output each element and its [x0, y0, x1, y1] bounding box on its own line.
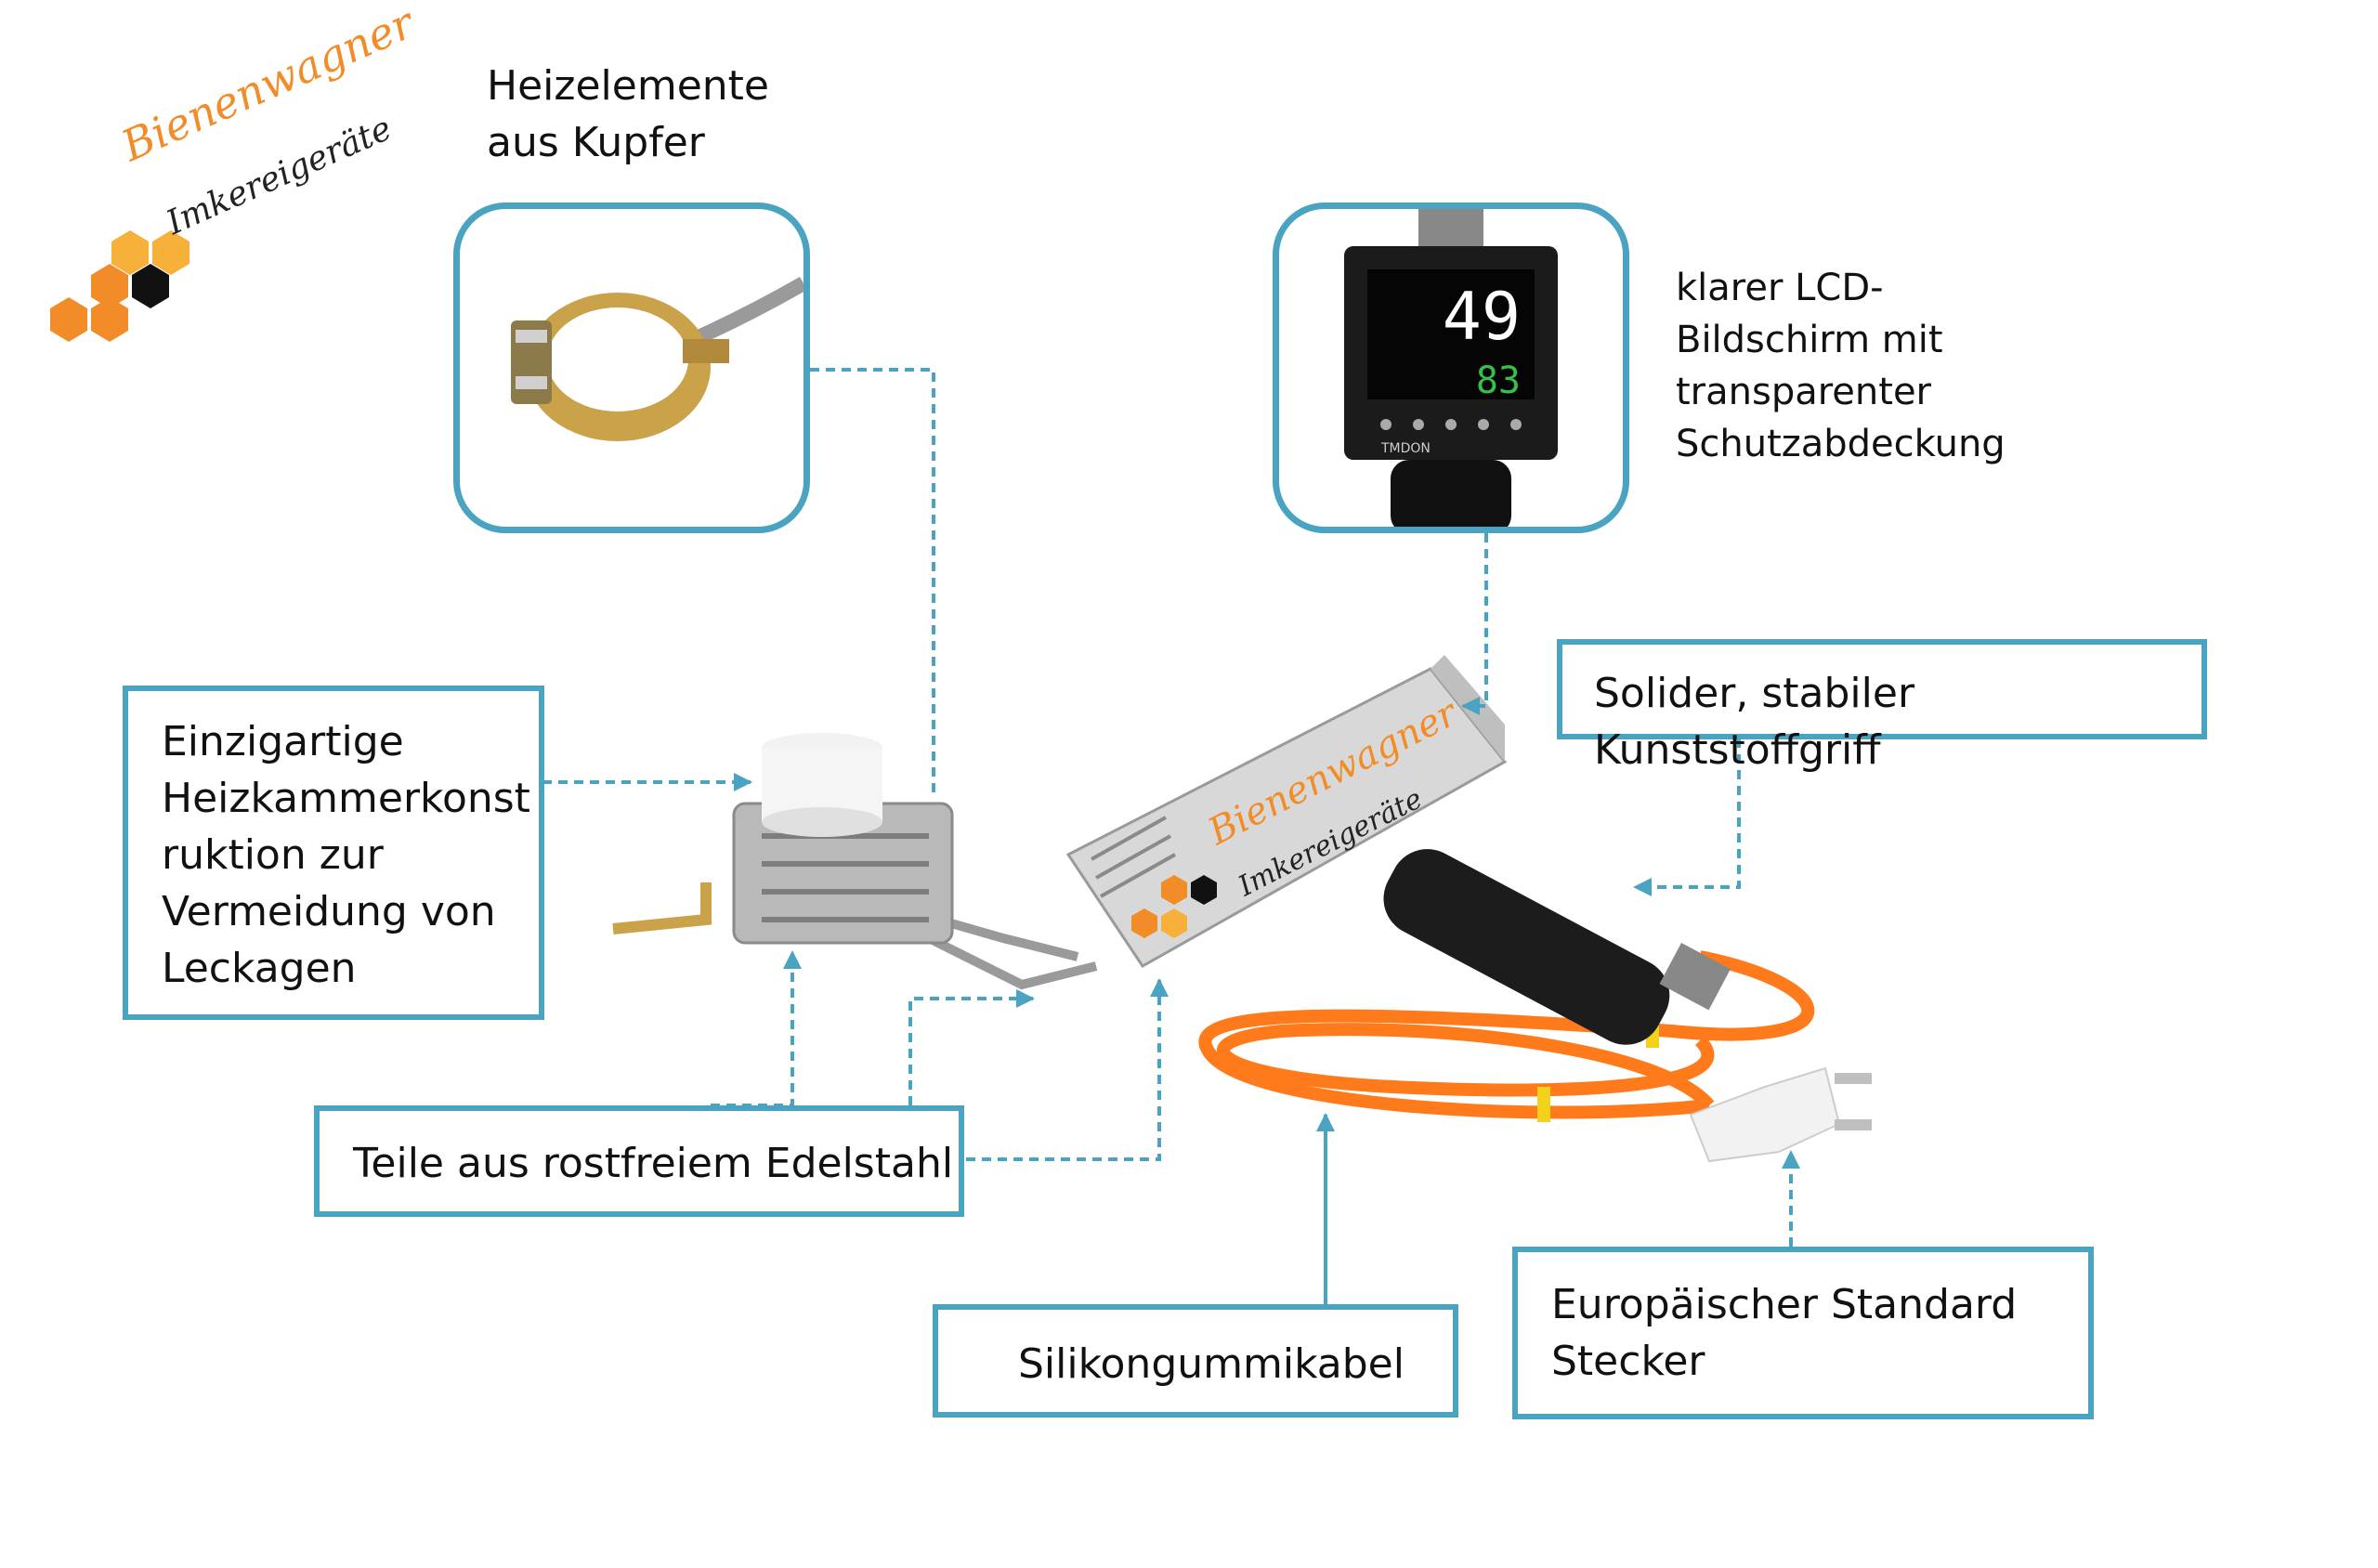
handle-callout: Solider, stabiler Kunststoffgriff [1557, 639, 2207, 774]
steel-connector-body [966, 978, 1169, 1161]
copper-connector [810, 368, 935, 799]
lcd-label-line: Bildschirm mit [1676, 319, 1943, 361]
plastic-handle [1383, 849, 1731, 1045]
copper-label-line: Heizelemente [487, 62, 769, 110]
plug-callout-line: Stecker [1551, 1338, 1705, 1385]
lcd-label-line: transparenter [1676, 371, 1931, 413]
lcd-connector [1461, 533, 1488, 715]
plug-callout: Europäischer Standard Stecker [1512, 1247, 2094, 1419]
lcd-temp-set: 83 [1476, 359, 1521, 402]
copper-label: Heizelemente aus Kupfer [487, 58, 769, 171]
chamber-callout-line: Vermeidung von [162, 888, 496, 935]
copper-band-heater-image [511, 277, 804, 441]
steel-callout-text: Teile aus rostfreiem Edelstahl [353, 1140, 954, 1187]
cable-tie [1537, 1087, 1550, 1122]
lcd-maker: TMDON [1380, 441, 1431, 456]
plug-callout-line: Europäischer Standard [1551, 1281, 2018, 1328]
copper-label-line: aus Kupfer [487, 119, 705, 166]
device-body: Bienenwagner Imkereigeräte [1065, 655, 1508, 968]
handle-connector [1633, 738, 1741, 896]
lcd-temp-main: 49 [1443, 279, 1521, 355]
cable-callout-text: Silikongummikabel [1018, 1340, 1405, 1388]
lcd-label-line: Schutzabdeckung [1676, 423, 2006, 465]
silicone-cable [1198, 950, 1815, 1119]
heating-chamber [612, 733, 954, 945]
steel-callout: Teile aus rostfreiem Edelstahl [314, 1105, 964, 1217]
stainless-tubes [926, 915, 1098, 990]
chamber-callout: Einzigartige Heizkammerkonst ruktion zur… [123, 686, 544, 1020]
euro-plug [1689, 1066, 1872, 1163]
chamber-callout-line: ruktion zur [162, 831, 384, 879]
device-honeycomb-icon [1131, 875, 1217, 938]
handle-callout-text: Solider, stabiler Kunststoffgriff [1594, 670, 1915, 774]
lcd-controller-image: 49 83 TMDON [1344, 209, 1558, 527]
lcd-panel: 49 83 TMDON [1273, 203, 1629, 533]
chamber-callout-line: Einzigartige [162, 718, 404, 765]
copper-heater-panel [453, 203, 810, 533]
lcd-label: klarer LCD- Bildschirm mit transparenter… [1676, 262, 2006, 470]
cable-callout: Silikongummikabel [933, 1304, 1458, 1418]
steel-connector-chamber [711, 950, 802, 1107]
logo: Bienenwagner Imkereigeräte [28, 0, 421, 342]
honeycomb-logo-icon [50, 230, 189, 342]
steel-connector-tube [908, 989, 1035, 1105]
lcd-label-line: klarer LCD- [1676, 267, 1884, 309]
chamber-callout-line: Heizkammerkonst [162, 775, 530, 822]
chamber-callout-line: Leckagen [162, 945, 357, 992]
